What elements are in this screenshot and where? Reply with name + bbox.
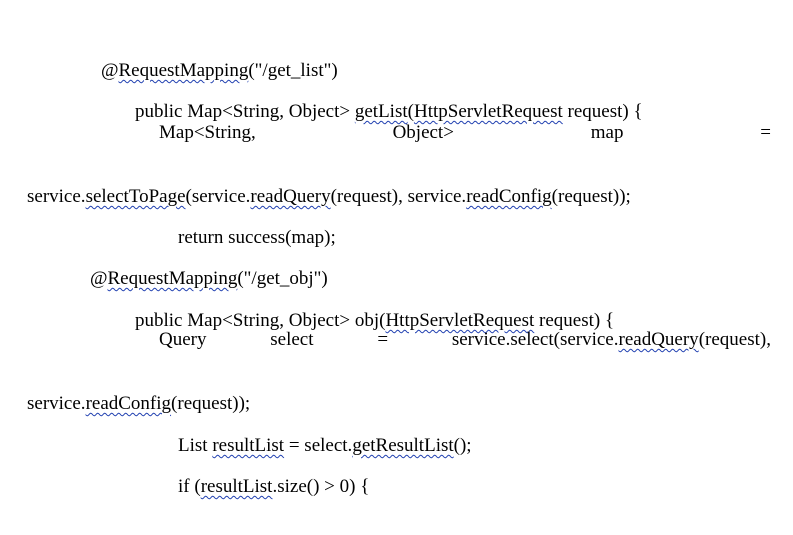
code-word: = xyxy=(760,122,771,143)
code-word: map xyxy=(590,122,624,143)
spellcheck-word: resultList xyxy=(212,435,285,456)
code-line-10: List resultList = select.getResultList()… xyxy=(159,413,472,456)
code-text: request) { xyxy=(534,310,615,331)
code-text: (request), service. xyxy=(330,186,467,207)
code-word: select xyxy=(270,329,314,350)
code-text: (request), xyxy=(698,329,771,350)
code-word: = xyxy=(377,329,389,350)
code-word: Object> xyxy=(392,122,454,143)
spellcheck-word: resultList xyxy=(200,476,273,497)
code-text: service. xyxy=(27,393,86,414)
code-text: @ xyxy=(101,60,119,81)
code-line-9: service.readConfig(request)); xyxy=(8,371,250,414)
code-text: ( xyxy=(407,101,414,122)
spellcheck-word: selectToPage xyxy=(85,186,186,207)
code-word: Map<String, xyxy=(159,122,256,143)
code-text: List xyxy=(178,435,213,456)
code-text: (service. xyxy=(185,186,251,207)
code-line-4: service.selectToPage(service.readQuery(r… xyxy=(8,164,631,207)
code-text: @ xyxy=(90,268,108,289)
code-text: public Map<String, Object> xyxy=(135,101,355,122)
spellcheck-word: RequestMapping xyxy=(118,60,249,81)
spellcheck-word: readConfig xyxy=(85,393,172,414)
code-text: ("/get_obj") xyxy=(237,268,328,289)
spellcheck-word: HttpServletRequest xyxy=(413,101,563,122)
code-line-7: public Map<String, Object> obj(HttpServl… xyxy=(116,288,614,331)
code-line-2: public Map<String, Object> getList(HttpS… xyxy=(116,79,643,122)
code-line-1: @RequestMapping("/get_list") xyxy=(82,38,338,81)
code-text: (request)); xyxy=(171,393,251,414)
code-word-group: service.select(service.readQuery(request… xyxy=(452,329,771,353)
spellcheck-word: readConfig xyxy=(466,186,552,207)
code-line-5: return success(map); xyxy=(159,205,336,248)
code-text: request) { xyxy=(562,101,643,122)
code-text: service.select(service. xyxy=(451,329,619,350)
code-word: Query xyxy=(159,329,207,350)
code-text: service. xyxy=(27,186,86,207)
spellcheck-word: getResultList xyxy=(352,435,454,456)
code-line-6: @RequestMapping("/get_obj") xyxy=(71,246,328,289)
code-text: = select. xyxy=(284,435,353,456)
spellcheck-word: readQuery xyxy=(618,329,699,350)
code-text: ("/get_list") xyxy=(248,60,338,81)
spellcheck-word: readQuery xyxy=(250,186,331,207)
code-text: .size() > 0) { xyxy=(272,476,370,497)
spellcheck-word: RequestMapping xyxy=(107,268,238,289)
code-text: (); xyxy=(453,435,472,456)
code-text: return success(map); xyxy=(178,227,336,248)
code-line-3: Map<String, Object> map = xyxy=(159,122,771,146)
code-text: (request)); xyxy=(551,186,631,207)
spellcheck-word: getList xyxy=(354,101,408,122)
code-text: public Map<String, Object> obj( xyxy=(135,310,386,331)
spellcheck-word: HttpServletRequest xyxy=(385,310,535,331)
code-line-8: Query select = service.select(service.re… xyxy=(159,329,771,353)
code-text: if ( xyxy=(178,476,201,497)
code-line-11: if (resultList.size() > 0) { xyxy=(159,454,369,497)
